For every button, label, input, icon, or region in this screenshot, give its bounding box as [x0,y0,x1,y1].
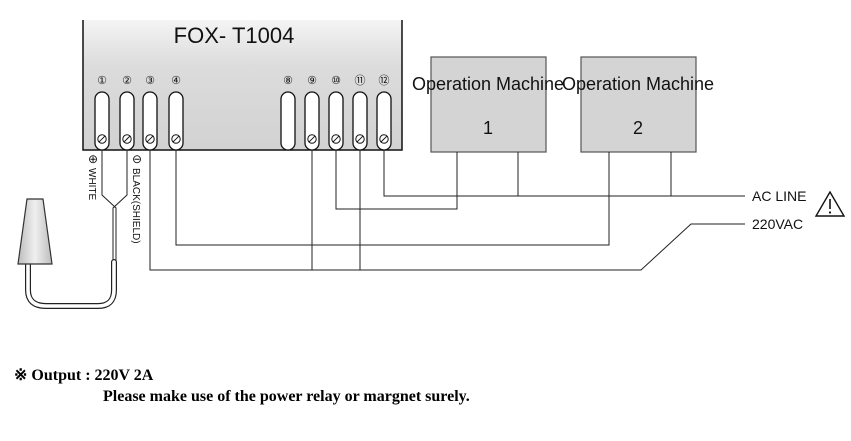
terminal-4: ④ [168,75,184,151]
machine-1-title: Operation Machine [412,74,564,94]
white-wire-label: ⊕ WHITE [86,152,98,201]
terminal-8: ⑪ [352,74,368,151]
output-note: ※ Output : 220V 2A [14,367,154,384]
operation-machine-1: Operation Machine 1 [412,56,564,153]
terminal-number: ⑧ [283,75,293,87]
t4-to-machine-2-wire [175,150,610,246]
terminal-number: ③ [145,75,155,87]
terminal-2: ② [119,75,135,151]
terminal-number: ⑫ [379,74,390,87]
terminal-number: ① [97,75,107,87]
white-wire-text: WHITE [86,168,97,201]
ac-line-wire [383,150,745,197]
sensor-probe [17,198,53,265]
sensor-cable-loop [25,259,117,309]
terminal-number: ④ [171,75,181,87]
plus-sign: ⊕ [88,152,98,166]
voltage-line-wire [149,150,745,271]
sensor-wire-pair [101,150,128,280]
relay-instruction-note: Please make use of the power relay or ma… [103,388,470,405]
operation-machine-2: Operation Machine 2 [562,56,714,153]
terminal-1: ① [94,75,110,151]
black-shield-wire-label: ⊖ BLACK(SHIELD) [130,152,142,244]
terminal-slot [280,91,296,151]
machine-2-title: Operation Machine [562,74,714,94]
machine-1-number: 1 [483,118,493,138]
terminal-number: ⑨ [307,75,317,87]
black-shield-wire-text: BLACK(SHIELD) [130,168,141,244]
voltage-label: 220VAC [752,216,803,232]
terminal-6: ⑨ [304,75,320,151]
machine-2-box [580,56,697,153]
warning-triangle-icon [814,190,846,217]
terminal-5: ⑧ [280,75,296,151]
controller-body [82,20,403,151]
terminal-9: ⑫ [376,74,392,151]
terminal-number: ② [122,75,132,87]
t10-to-machine-1-wire [335,150,458,210]
ac-line-label: AC LINE [752,188,806,204]
terminal-number: ⑪ [355,74,366,87]
wiring [149,150,745,271]
machine-1-box [430,56,547,153]
machine-2-number: 2 [633,118,643,138]
minus-sign: ⊖ [132,152,142,166]
terminal-7: ⑩ [328,75,344,151]
terminal-number: ⑩ [331,75,341,87]
device-title: FOX- T1004 [174,23,295,48]
terminal-3: ③ [142,75,158,151]
sensor-cable [17,150,128,309]
